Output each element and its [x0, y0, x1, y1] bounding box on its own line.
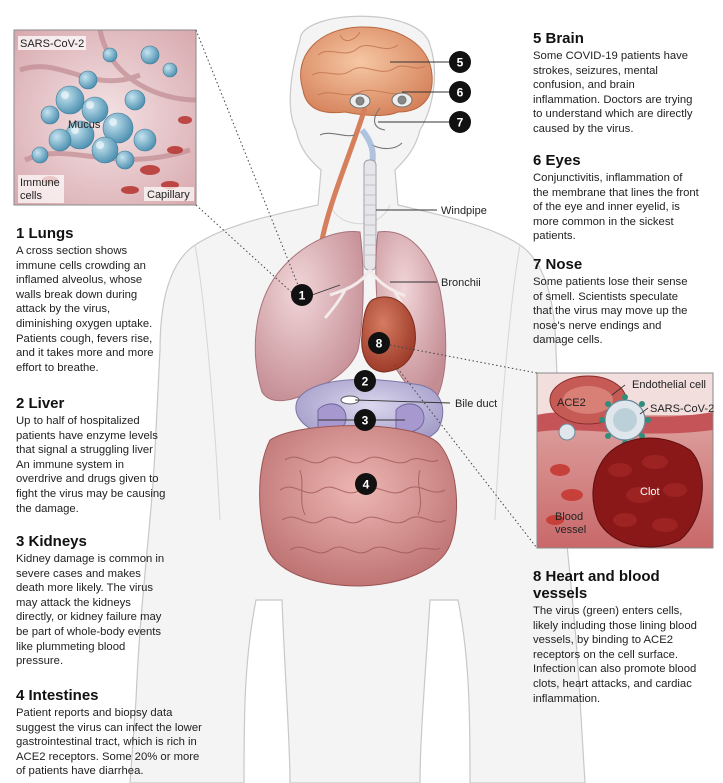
- marker-2-label: 2: [362, 375, 369, 389]
- label-ace2: ACE2: [557, 397, 586, 409]
- marker-6-label: 6: [457, 86, 464, 100]
- lung-inset-leader: [195, 29, 301, 291]
- label-windpipe: Windpipe: [441, 205, 487, 217]
- label-immune: Immune: [20, 177, 60, 189]
- intestines-section: 4 Intestines Patient reports and biopsy …: [16, 687, 206, 779]
- eyes-section: 6 Eyes Conjunctivitis, inflammation of t…: [533, 152, 701, 244]
- marker-7[interactable]: 7: [449, 111, 471, 133]
- nose-title: 7 Nose: [533, 256, 583, 273]
- lung-inset-labels: SARS-CoV-2 Mucus Immune cells Capillary: [18, 36, 194, 203]
- liver-title: 2 Liver: [16, 395, 65, 412]
- lungs-body: A cross section shows immune cells crowd…: [16, 245, 154, 374]
- liver-section: 2 Liver Up to half of hospitalized patie…: [16, 395, 168, 516]
- marker-4[interactable]: 4: [355, 473, 377, 495]
- marker-7-label: 7: [457, 116, 464, 130]
- label-endothelial-cell: Endothelial cell: [632, 379, 706, 391]
- marker-8[interactable]: 8: [368, 332, 390, 354]
- lung-inset-frame: [13, 29, 197, 206]
- marker-3-label: 3: [362, 414, 369, 428]
- intestines-body: Patient reports and biopsy data suggest …: [16, 707, 202, 778]
- nose-body: Some patients lose their sense of smell.…: [533, 276, 688, 347]
- marker-8-label: 8: [376, 337, 383, 351]
- vessel-inset-labels: Endothelial cell ACE2 SARS-CoV-2 Clot Bl…: [555, 379, 714, 536]
- label-sars-cov-2-vessel: SARS-CoV-2: [650, 403, 714, 415]
- label-blood: Blood: [555, 511, 583, 523]
- eyes-body: Conjunctivitis, inflammation of the memb…: [533, 172, 699, 243]
- face: [319, 92, 413, 150]
- marker-2[interactable]: 2: [354, 370, 376, 392]
- label-mucus: Mucus: [68, 119, 101, 131]
- right-lung: [254, 231, 364, 402]
- marker-5-label: 5: [457, 56, 464, 70]
- lungs-section: 1 Lungs A cross section shows immune cel…: [16, 225, 166, 375]
- vessel-inset-leader: [389, 344, 538, 374]
- label-capillary: Capillary: [147, 189, 190, 201]
- brainstem: [319, 107, 368, 241]
- brain-body: Some COVID-19 patients have strokes, sei…: [533, 50, 693, 135]
- kidneys-section: 3 Kidneys Kidney damage is common in sev…: [16, 533, 166, 669]
- brain-folds: [311, 31, 426, 96]
- kidneys-body: Kidney damage is common in severe cases …: [16, 553, 165, 668]
- marker-3[interactable]: 3: [354, 409, 376, 431]
- brain-section: 5 Brain Some COVID-19 patients have stro…: [533, 30, 703, 137]
- label-bronchii: Bronchii: [441, 277, 481, 289]
- lung-inset: [14, 30, 196, 205]
- label-vessel: vessel: [555, 524, 586, 536]
- lungs-title: 1 Lungs: [16, 225, 74, 242]
- vessel-inset-frame: [536, 372, 714, 549]
- marker-4-label: 4: [363, 478, 370, 492]
- brain-title: 5 Brain: [533, 30, 584, 47]
- leader-lines: [311, 61, 451, 421]
- kidneys-title: 3 Kidneys: [16, 533, 87, 550]
- intestines-title: 4 Intestines: [16, 687, 99, 704]
- heart-section: 8 Heart and blood vessels The virus (gre…: [533, 568, 708, 706]
- label-clot: Clot: [640, 486, 660, 498]
- heart-title: 8 Heart and blood vessels: [533, 568, 660, 602]
- nose-section: 7 Nose Some patients lose their sense of…: [533, 256, 698, 348]
- kidney-right: [395, 403, 425, 433]
- marker-1-label: 1: [299, 289, 306, 303]
- vessel-inset-leader-2: [394, 364, 538, 549]
- heart-body: The virus (green) enters cells, likely i…: [533, 605, 697, 705]
- windpipe: [363, 159, 377, 271]
- marker-5[interactable]: 5: [449, 51, 471, 73]
- eyes-title: 6 Eyes: [533, 152, 581, 169]
- intestines: [259, 425, 457, 587]
- label-bile-duct: Bile duct: [455, 398, 497, 410]
- marker-6[interactable]: 6: [449, 81, 471, 103]
- vessel-inset: [537, 373, 713, 548]
- marker-1[interactable]: 1: [291, 284, 313, 306]
- lung-inset-leader-2: [195, 204, 301, 301]
- body-contours: [194, 204, 521, 521]
- label-sars-cov-2-lung: SARS-CoV-2: [20, 38, 84, 50]
- label-cells: cells: [20, 190, 43, 202]
- liver-body: Up to half of hospitalized patients have…: [16, 415, 166, 515]
